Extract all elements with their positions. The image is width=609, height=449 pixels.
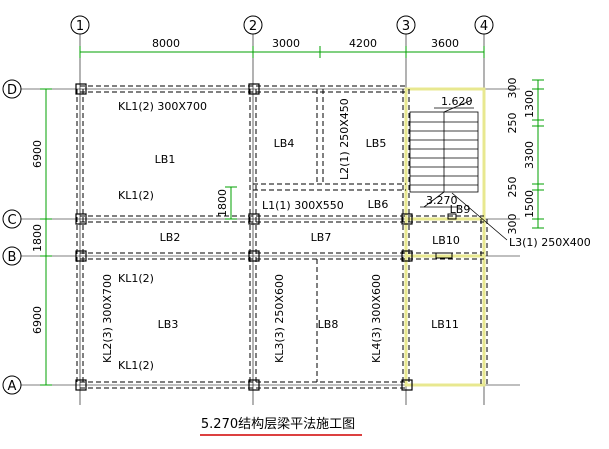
- axis-label-4: 4: [480, 19, 488, 34]
- axis-label-c: C: [7, 213, 16, 228]
- columns: [75, 83, 413, 391]
- slab-lb9: LB9: [450, 203, 471, 216]
- dim-top-3000: 3000: [272, 37, 300, 50]
- beam-label-kl1-top: KL1(2) 300X700: [118, 100, 207, 113]
- stair-treads: [409, 99, 479, 208]
- axis-bubbles-left: D C B A: [2, 79, 22, 395]
- stair-well-outline: [404, 87, 486, 387]
- axis-label-2: 2: [249, 19, 257, 34]
- beam-label-kl3: KL3(3) 250X600: [273, 274, 286, 363]
- axis-label-b: B: [8, 250, 17, 265]
- axis-label-1: 1: [76, 19, 84, 34]
- beam-label-kl1-mid: KL1(2): [118, 189, 154, 202]
- dim-right-250-bottom: 250: [506, 177, 519, 198]
- axis-bubbles-top: 1 2 3 4: [70, 15, 494, 35]
- beam-label-kl1-lower: KL1(2): [118, 272, 154, 285]
- dim-right-1300: 1300: [523, 90, 536, 118]
- right-dimension-line: [532, 79, 544, 229]
- dim-right-1500: 1500: [523, 190, 536, 218]
- dim-top-8000: 8000: [152, 37, 180, 50]
- dim-left-1800: 1800: [31, 224, 44, 252]
- slab-lb1: LB1: [155, 153, 176, 166]
- slab-lb4: LB4: [274, 137, 295, 150]
- top-dimension-line: [79, 46, 485, 58]
- dim-right-300-bottom: 300: [506, 214, 519, 235]
- dim-inner-1800: 1800: [216, 189, 229, 217]
- slab-lb7: LB7: [311, 231, 332, 244]
- elevation-lower: 3.270: [426, 194, 458, 207]
- l3-leader-line: [451, 192, 508, 241]
- drawing-title: 5.270结构层梁平法施工图: [201, 417, 355, 432]
- axis-label-3: 3: [402, 19, 410, 34]
- dim-right-300-top: 300: [506, 78, 519, 99]
- beam-label-kl1-bottom: KL1(2): [118, 359, 154, 372]
- slab-lb3: LB3: [158, 318, 179, 331]
- slab-lb2: LB2: [160, 231, 181, 244]
- dim-top-4200: 4200: [349, 37, 377, 50]
- axis-label-d: D: [7, 83, 17, 98]
- slab-lb11: LB11: [431, 318, 459, 331]
- slab-lb6: LB6: [368, 198, 389, 211]
- slab-lb8: LB8: [318, 318, 339, 331]
- beam-label-kl4: KL4(3) 300X600: [370, 274, 383, 363]
- axis-label-a: A: [8, 379, 17, 394]
- dim-top-3600: 3600: [431, 37, 459, 50]
- beam-lines: [76, 85, 488, 389]
- dim-right-3300: 3300: [523, 141, 536, 169]
- slab-lb10: LB10: [432, 234, 460, 247]
- beam-label-l2: L2(1) 250X450: [338, 98, 351, 180]
- slab-lb5: LB5: [366, 137, 387, 150]
- dim-left-6900-lower: 6900: [31, 306, 44, 334]
- dim-left-6900-upper: 6900: [31, 140, 44, 168]
- inner-dimension-line: [225, 186, 237, 220]
- beam-label-l1: L1(1) 300X550: [262, 199, 344, 212]
- beam-end-markers: [435, 213, 457, 259]
- beam-label-kl2: KL2(3) 300X700: [101, 274, 114, 363]
- beam-label-l3: L3(1) 250X400: [509, 236, 591, 249]
- dim-right-250-top: 250: [506, 113, 519, 134]
- left-dimension-line: [40, 88, 52, 386]
- elevation-upper: 1.620: [441, 95, 473, 108]
